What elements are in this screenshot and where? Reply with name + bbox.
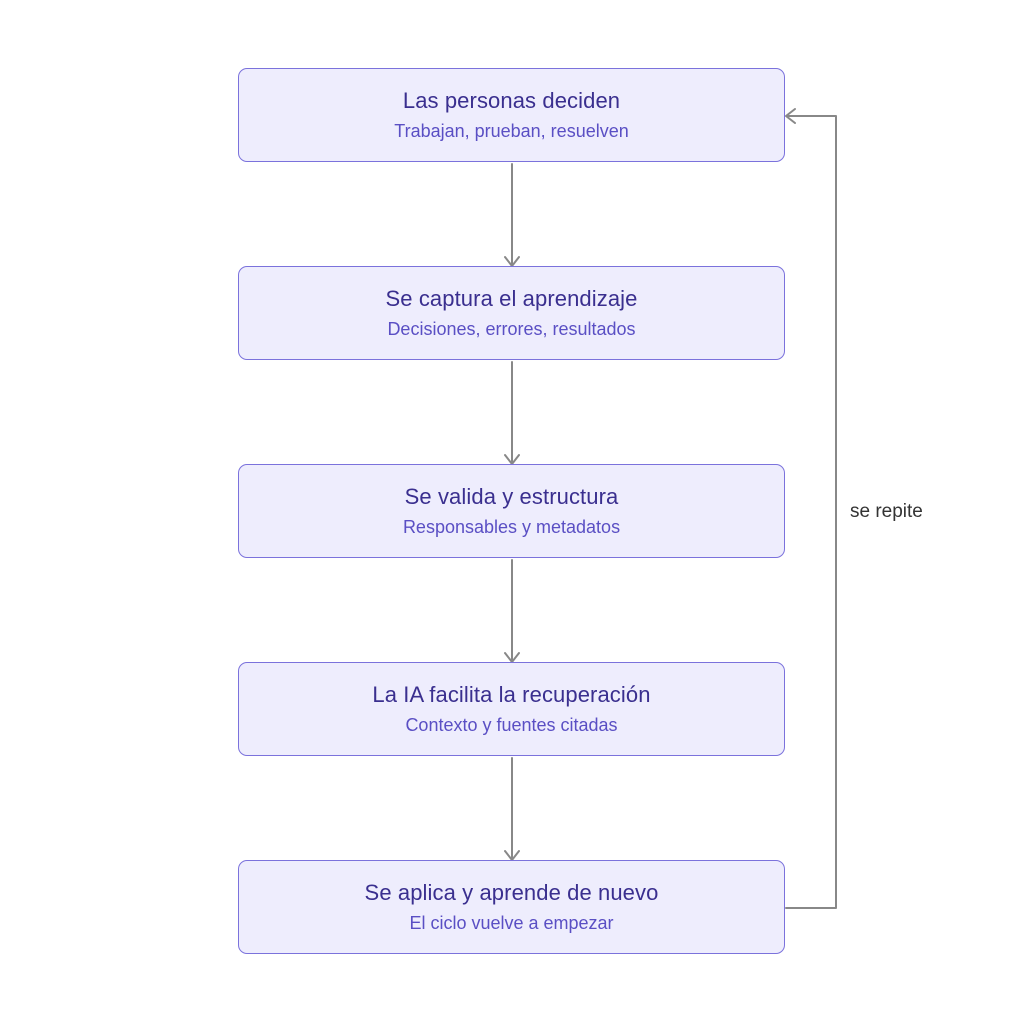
step-4-box: La IA facilita la recuperación Contexto … — [238, 662, 785, 756]
step-4-subtitle: Contexto y fuentes citadas — [405, 715, 618, 735]
step-5-box: Se aplica y aprende de nuevo El ciclo vu… — [238, 860, 785, 954]
step-2-title: Se captura el aprendizaje — [385, 286, 638, 311]
step-2-box: Se captura el aprendizaje Decisiones, er… — [238, 266, 785, 360]
step-3-title: Se valida y estructura — [404, 484, 619, 509]
step-3-box: Se valida y estructura Responsables y me… — [238, 464, 785, 558]
step-5-subtitle: El ciclo vuelve a empezar — [409, 913, 614, 933]
step-5-title: Se aplica y aprende de nuevo — [364, 880, 659, 905]
step-1-box: Las personas deciden Trabajan, prueban, … — [238, 68, 785, 162]
step-1-subtitle: Trabajan, prueban, resuelven — [394, 121, 629, 141]
step-1-title: Las personas deciden — [402, 88, 621, 113]
loop-back-arrow — [785, 115, 837, 909]
loop-label: se repite — [850, 501, 923, 522]
step-3-subtitle: Responsables y metadatos — [402, 517, 621, 537]
arrowhead-loop — [785, 108, 796, 124]
step-4-title: La IA facilita la recuperación — [372, 682, 651, 707]
step-2-subtitle: Decisiones, errores, resultados — [387, 319, 636, 339]
